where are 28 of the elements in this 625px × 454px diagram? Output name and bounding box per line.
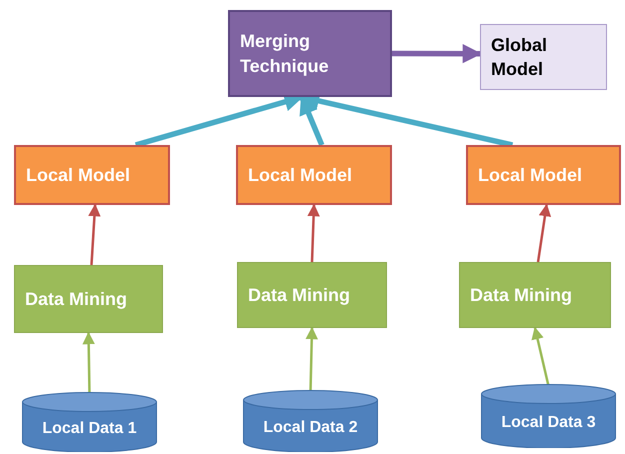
database-cylinder — [243, 390, 378, 452]
arrow — [306, 326, 318, 392]
node-label: Local Data 2 — [263, 418, 358, 438]
node-label: Data Mining — [470, 284, 572, 307]
model-box — [236, 145, 392, 205]
node-label: Local Model — [248, 164, 352, 187]
arrow — [531, 326, 550, 386]
node-label: Local Model — [478, 164, 582, 187]
model-box — [466, 145, 621, 205]
database-cylinder — [22, 392, 157, 452]
arrow — [88, 204, 101, 266]
node-label: Merging Technique — [240, 30, 330, 78]
arrow — [307, 204, 320, 262]
process-box — [237, 262, 387, 328]
node-label: Data Mining — [248, 284, 350, 307]
process-box — [14, 265, 163, 333]
database-cylinder — [481, 384, 616, 448]
node-label: Local Data 1 — [42, 419, 137, 440]
process-box — [459, 262, 611, 328]
node-label: Global Model — [491, 34, 548, 81]
node-label: Data Mining — [25, 288, 127, 311]
node-label: Local Model — [26, 164, 130, 187]
output-box — [480, 24, 607, 90]
model-box — [14, 145, 170, 205]
process-box — [228, 10, 392, 97]
arrow — [536, 204, 552, 262]
node-label: Local Data 3 — [501, 413, 596, 434]
arrow — [392, 44, 482, 64]
